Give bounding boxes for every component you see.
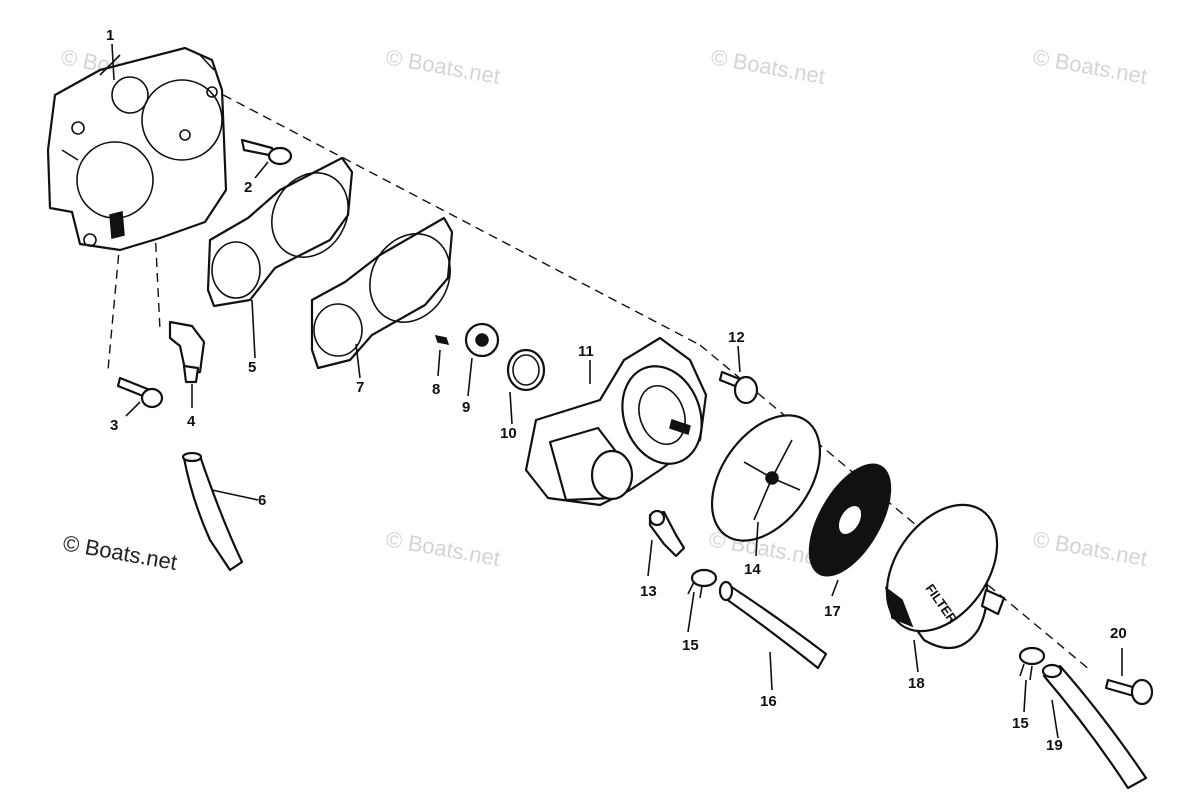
watermark: © Boats.net <box>61 530 179 575</box>
elbow-fitting-part-4 <box>168 320 206 384</box>
watermark: © Boats.net <box>709 44 827 89</box>
assembly-axis <box>209 87 1091 671</box>
filter-cup-part-18: FILTER <box>884 503 1006 650</box>
clamp-part-15-right <box>1018 646 1046 681</box>
callout-19: 19 <box>1046 737 1063 754</box>
check-valve-part-9 <box>464 322 500 358</box>
callout-17: 17 <box>824 603 841 620</box>
screw-part-20 <box>1104 678 1154 706</box>
pump-cover-part-11 <box>524 336 708 507</box>
gasket-ring-part-17 <box>808 463 892 577</box>
callout-3: 3 <box>110 417 118 434</box>
callout-8: 8 <box>432 381 440 398</box>
assembly-axis-lower <box>107 227 161 371</box>
hose-part-19 <box>1041 663 1148 790</box>
screw-part-3 <box>116 376 164 409</box>
pump-body-part-1 <box>46 46 228 252</box>
callout-20: 20 <box>1110 625 1127 642</box>
o-ring-part-10 <box>506 348 546 392</box>
hose-part-6 <box>181 451 244 572</box>
gasket-part-5 <box>206 156 354 308</box>
callout-7: 7 <box>356 379 364 396</box>
clamp-part-15 <box>687 568 718 599</box>
callout-15-right: 15 <box>1012 715 1029 732</box>
callout-16: 16 <box>760 693 777 710</box>
leader-lines <box>111 43 1123 739</box>
watermark: © Boats.net <box>384 526 502 571</box>
diaphragm-part-7 <box>310 216 454 370</box>
watermark: © Boats.net <box>384 44 502 89</box>
callout-4: 4 <box>187 413 196 430</box>
callout-10: 10 <box>500 425 517 442</box>
callout-15: 15 <box>682 637 699 654</box>
callout-18: 18 <box>908 675 925 692</box>
callout-14: 14 <box>744 561 761 578</box>
callout-1: 1 <box>106 27 114 44</box>
filter-screen-part-14 <box>710 414 822 542</box>
screw-part-12 <box>718 370 759 405</box>
callout-11: 11 <box>578 343 594 360</box>
callout-12: 12 <box>728 329 745 346</box>
callout-9: 9 <box>462 399 470 416</box>
watermark: © Boats.net <box>1031 44 1149 89</box>
small-screw-part-8 <box>434 335 450 345</box>
watermark: © Boats.net <box>1031 526 1149 571</box>
callout-2: 2 <box>244 179 252 196</box>
callout-5: 5 <box>248 359 256 376</box>
callout-13: 13 <box>640 583 657 600</box>
callout-6: 6 <box>258 492 266 509</box>
screw-part-2 <box>240 138 293 166</box>
fitting-part-13 <box>648 509 686 558</box>
hose-part-16 <box>718 580 828 670</box>
callout-labels: 1 2 3 4 5 6 7 8 9 10 11 12 13 14 15 16 1… <box>106 27 1127 754</box>
